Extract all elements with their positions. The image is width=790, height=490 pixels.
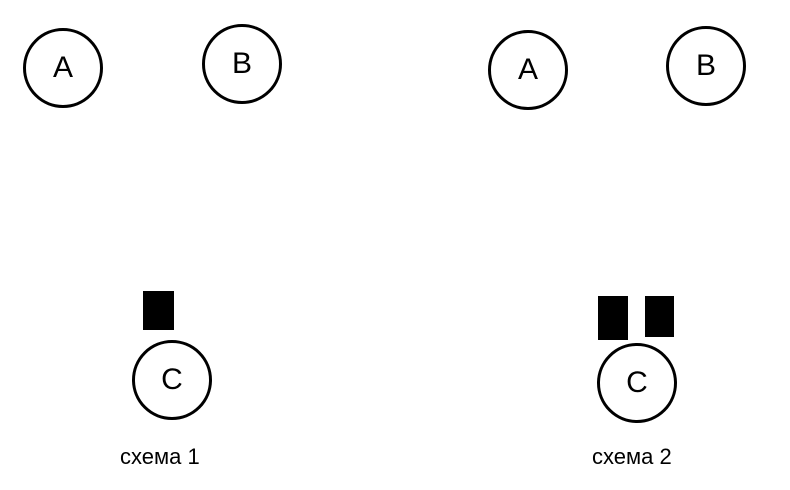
black-block: [143, 291, 174, 330]
node-a: A: [488, 30, 568, 110]
node-a: A: [23, 28, 103, 108]
scheme-caption: схема 2: [592, 444, 672, 469]
node-c: C: [597, 343, 677, 423]
node-b-label: B: [231, 47, 252, 80]
node-a-label: A: [517, 53, 538, 86]
black-block-left: [598, 296, 628, 340]
node-c-label: C: [161, 363, 183, 396]
black-block-right: [645, 296, 674, 337]
node-b: B: [666, 26, 746, 106]
node-c: C: [132, 340, 212, 420]
node-a-label: A: [52, 51, 73, 84]
node-b-label: B: [695, 49, 716, 82]
scheme-caption: схема 1: [120, 444, 200, 469]
node-b: B: [202, 24, 282, 104]
node-c-label: C: [626, 366, 648, 399]
